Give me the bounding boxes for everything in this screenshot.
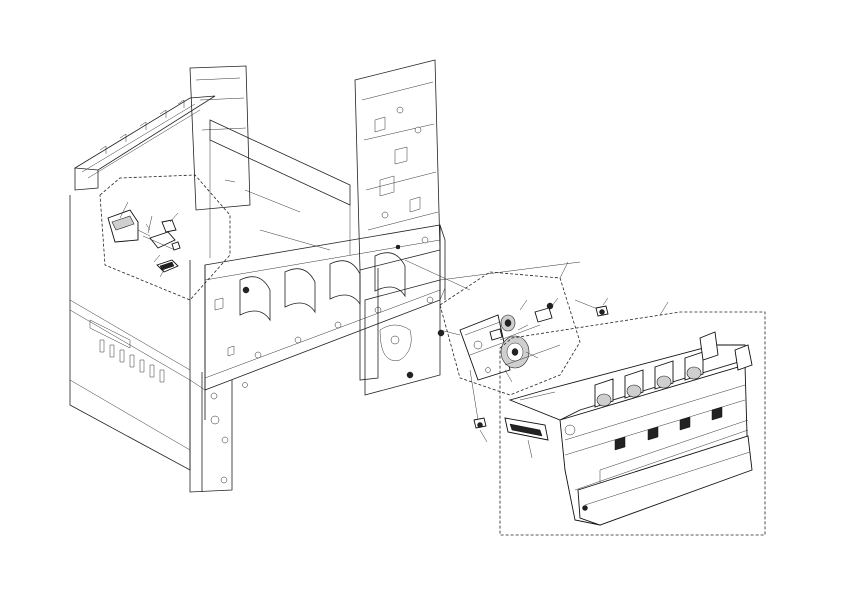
left-detail-callout-box	[99, 174, 231, 301]
drive-assembly-leaders	[504, 261, 569, 383]
side-panel-vents	[99, 339, 165, 383]
drive-to-frame-leader	[404, 259, 471, 301]
waste-toner-box-callout-box	[499, 311, 766, 536]
main-frame-left	[69, 59, 446, 493]
mount-screws	[469, 297, 609, 443]
drive-assembly-callout-box	[437, 271, 581, 396]
drive-gear-large	[500, 335, 530, 369]
left-detail-leaders	[119, 201, 179, 278]
waste-toner-box	[504, 331, 753, 526]
rear-rail-teeth	[99, 99, 185, 154]
assembly-leader	[439, 261, 581, 281]
front-windows	[614, 406, 723, 451]
drive-gear-small	[500, 314, 516, 332]
waste-box-leaders	[527, 301, 669, 459]
toner-inlets	[594, 351, 704, 408]
